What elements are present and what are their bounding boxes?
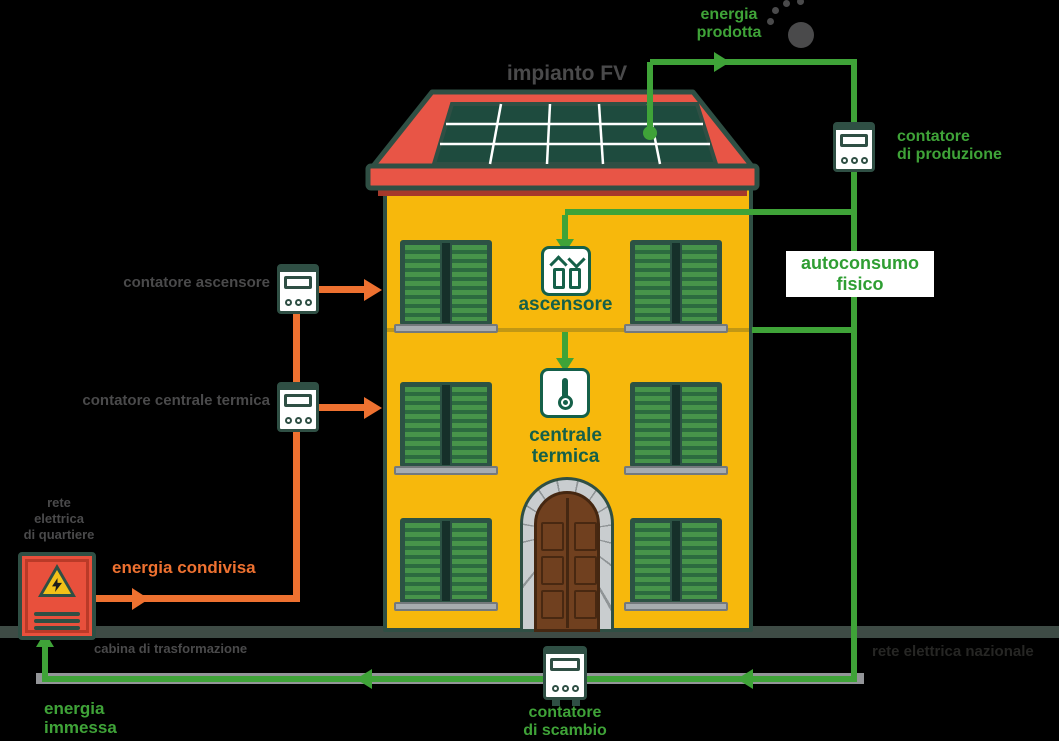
contatore-ascensore-label: contatore ascensore	[123, 274, 270, 291]
window-sill	[624, 466, 728, 475]
thermometer-icon	[540, 368, 590, 418]
meter-leg	[552, 697, 560, 706]
autoconsumo-vertical-line	[851, 59, 857, 682]
electric-meter-icon-scambio	[543, 646, 587, 700]
autoconsumo-fisico-label: autoconsumo	[800, 253, 919, 273]
left-arrow-icon	[737, 669, 753, 689]
right-arrow-icon	[132, 588, 149, 610]
energia-prodotta-line	[650, 59, 857, 65]
rete-nazionale-label: rete elettrica nazionale	[872, 643, 1034, 660]
lightning-bolt-icon	[52, 578, 62, 592]
autoconsumo-fisico-box: autoconsumo fisico	[786, 251, 934, 297]
window-sill	[394, 466, 498, 475]
ascensore-label: ascensore	[518, 294, 613, 315]
cabina-trasformazione-label: cabina di trasformazione	[94, 641, 248, 656]
window	[400, 240, 492, 326]
window-sill	[394, 324, 498, 333]
condivisa-branch-2	[318, 404, 368, 411]
right-arrow-icon	[364, 397, 382, 419]
contatore-centrale-termica-label: contatore centrale termica	[82, 392, 270, 409]
window	[630, 240, 722, 326]
window	[400, 382, 492, 468]
transformer-cabinet	[18, 552, 96, 640]
right-arrow-icon	[714, 52, 730, 72]
electric-meter-icon-termica	[277, 382, 319, 432]
impianto-fv-label: impianto FV	[506, 62, 628, 85]
window-sill	[394, 602, 498, 611]
entrance-door	[534, 491, 600, 632]
roof-and-pv-panel	[365, 89, 760, 196]
branch-ascensore-drop	[562, 215, 568, 241]
condivisa-branch-1	[318, 286, 368, 293]
window	[400, 518, 492, 604]
ground-line	[0, 626, 1059, 638]
floor-ledge	[387, 328, 749, 332]
branch-termica-drop	[562, 332, 568, 360]
entrance-arch	[520, 477, 614, 632]
branch-ascensore-line	[565, 209, 857, 215]
elevator-icon	[541, 246, 591, 296]
window-sill	[624, 324, 728, 333]
window	[630, 382, 722, 468]
window	[630, 518, 722, 604]
electric-meter-icon-produzione	[833, 122, 875, 172]
energia-condivisa-label: energia condivisa	[112, 558, 256, 577]
right-arrow-icon	[364, 279, 382, 301]
solar-panel-icon	[431, 102, 719, 166]
energia-immessa-line	[42, 676, 857, 682]
pv-connection-line	[647, 62, 653, 134]
condivisa-vertical-line	[293, 291, 300, 602]
pv-connection-dot	[643, 126, 657, 140]
meter-leg	[572, 697, 580, 706]
green-line-to-cabinet	[42, 640, 48, 679]
window-sill	[624, 602, 728, 611]
sun-icon	[765, 0, 820, 48]
electric-meter-icon-ascensore	[277, 264, 319, 314]
energia-condivisa-line	[94, 595, 296, 602]
left-arrow-icon	[356, 669, 372, 689]
branch-termica-line	[752, 327, 857, 333]
